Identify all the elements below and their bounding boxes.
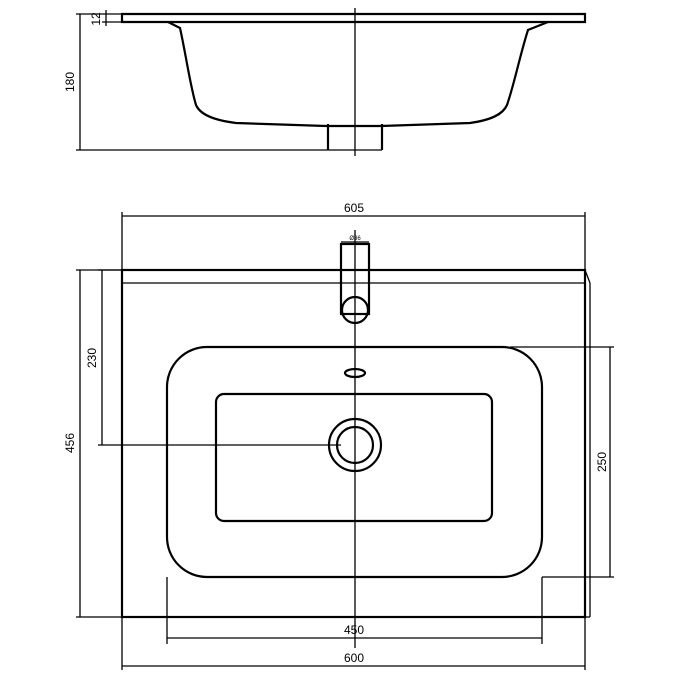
dim-cabinet-width: 600 bbox=[344, 651, 364, 665]
side-top-slab bbox=[120, 12, 587, 24]
side-bowl-profile bbox=[167, 20, 549, 128]
dim-side-top-thickness: 12 bbox=[89, 12, 103, 26]
dim-overall-depth: 456 bbox=[63, 433, 77, 453]
side-elevation-view: 12 180 bbox=[63, 8, 587, 156]
side-waste-outlet bbox=[326, 124, 384, 150]
dim-bowl-width: 450 bbox=[344, 623, 364, 637]
dim-overall-width: 605 bbox=[344, 201, 364, 215]
plan-view: Ø36 605 456 230 250 450 bbox=[63, 201, 614, 670]
dim-bowl-depth: 250 bbox=[595, 452, 609, 472]
plan-outer-outline bbox=[120, 268, 587, 619]
bowl-inner-floor bbox=[214, 392, 494, 523]
dim-side-height: 180 bbox=[63, 72, 77, 92]
dim-waste-offset: 230 bbox=[85, 348, 99, 368]
